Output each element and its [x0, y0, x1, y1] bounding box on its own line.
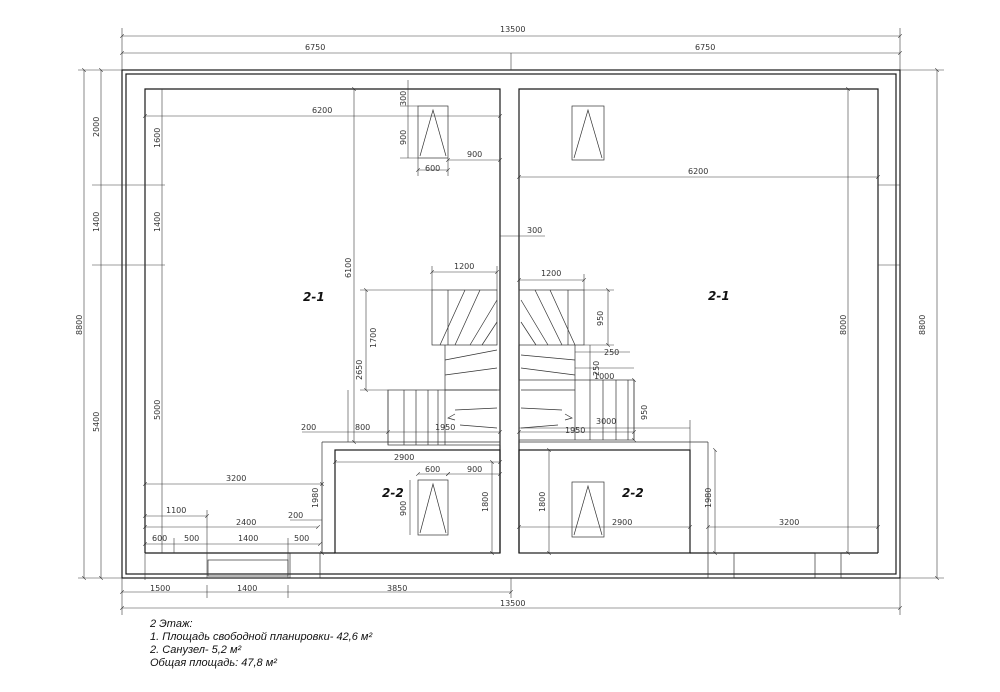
vent-right-top: [571, 105, 605, 161]
dim-1400-bottom: 1400: [237, 584, 257, 593]
staircase-left: [387, 289, 501, 446]
staircase-right: [518, 289, 635, 441]
vent-left-top: [417, 105, 449, 159]
dim-250-a: 250: [604, 348, 619, 357]
dim-total-height-right: 8800: [918, 315, 927, 335]
dim-950-lower: 950: [640, 405, 649, 420]
dim-total-width-top: 13500: [500, 25, 525, 34]
room-labels: 2-1 2-1 2-2 2-2: [303, 289, 730, 500]
dim-1000: 1000: [594, 372, 614, 381]
dim-1600: 1600: [153, 128, 162, 148]
dim-1700: 1700: [369, 328, 378, 348]
area-notes: 2 Этаж: 1. Площадь свободной планировки-…: [150, 618, 372, 670]
dim-6200-left: 6200: [312, 106, 332, 115]
dim-300-wall: 300: [527, 226, 542, 235]
dim-8000: 8000: [839, 315, 848, 335]
dim-250-b: 250: [592, 361, 601, 376]
dim-600-bath: 600: [425, 465, 440, 474]
dim-1800-right: 1800: [538, 492, 547, 512]
dim-5400: 5400: [92, 412, 101, 432]
dim-200-lower: 200: [288, 511, 303, 520]
bath-label-right: 2-2: [622, 486, 644, 500]
dim-1400-inner: 1400: [153, 212, 162, 232]
dim-1500: 1500: [150, 584, 170, 593]
bath-label-left: 2-2: [382, 486, 404, 500]
dim-500-a: 500: [184, 534, 199, 543]
dim-2650: 2650: [355, 360, 364, 380]
dim-3200-left: 3200: [226, 474, 246, 483]
dimension-lines: [78, 28, 944, 615]
outer-walls: [121, 69, 901, 579]
dim-1400-left: 1400: [92, 212, 101, 232]
dim-total-height-left: 8800: [75, 315, 84, 335]
dim-1400-lower: 1400: [238, 534, 258, 543]
notes-floor-title: 2 Этаж:: [150, 618, 193, 630]
dim-800: 800: [355, 423, 370, 432]
room-label-right: 2-1: [708, 289, 730, 303]
dim-900-horiz: 900: [467, 150, 482, 159]
dim-1980-left: 1980: [311, 488, 320, 508]
dim-6200-right: 6200: [688, 167, 708, 176]
dim-total-width-bottom: 13500: [500, 599, 525, 608]
vent-right-bath: [571, 481, 605, 538]
dim-1200-right: 1200: [541, 269, 561, 278]
dim-1200-left: 1200: [454, 262, 474, 271]
room-label-left: 2-1: [303, 290, 325, 304]
dim-2900-left: 2900: [394, 453, 414, 462]
dim-2000: 2000: [92, 117, 101, 137]
bath-right-outline: [518, 441, 709, 554]
bottom-openings: [207, 552, 842, 579]
dim-900-vert: 900: [399, 130, 408, 145]
notes-item-open-plan: 1. Площадь свободной планировки- 42,6 м²: [150, 631, 373, 643]
dim-3000: 3000: [596, 417, 616, 426]
dim-3200-right: 3200: [779, 518, 799, 527]
dim-600-top: 600: [425, 164, 440, 173]
dim-half-right: 6750: [695, 43, 715, 52]
dim-1100: 1100: [166, 506, 186, 515]
dim-600-bottom: 600: [152, 534, 167, 543]
dim-950-upper: 950: [596, 311, 605, 326]
left-room-outline: [144, 88, 501, 554]
dim-2900-right: 2900: [612, 518, 632, 527]
right-room-outline: [518, 88, 879, 554]
dim-1800-left: 1800: [481, 492, 490, 512]
dim-1950-right: 1950: [565, 426, 585, 435]
dim-900-bath-vert: 900: [399, 501, 408, 516]
dim-5000: 5000: [153, 400, 162, 420]
dimension-labels: 13500 6750 6750 1500 1400 3850 13500 880…: [75, 25, 927, 608]
notes-item-bathroom: 2. Санузел- 5,2 м²: [150, 644, 242, 656]
notes-total-area: Общая площадь: 47,8 м²: [150, 657, 277, 669]
dim-6100: 6100: [344, 258, 353, 278]
dim-900-bath: 900: [467, 465, 482, 474]
dim-2400: 2400: [236, 518, 256, 527]
dim-half-left: 6750: [305, 43, 325, 52]
vent-left-bath: [417, 479, 449, 536]
dim-200-upper: 200: [301, 423, 316, 432]
dim-1980-right: 1980: [704, 488, 713, 508]
dim-3850: 3850: [387, 584, 407, 593]
dim-500-b: 500: [294, 534, 309, 543]
dim-1950-left: 1950: [435, 423, 455, 432]
dim-300-top: 300: [399, 91, 408, 106]
